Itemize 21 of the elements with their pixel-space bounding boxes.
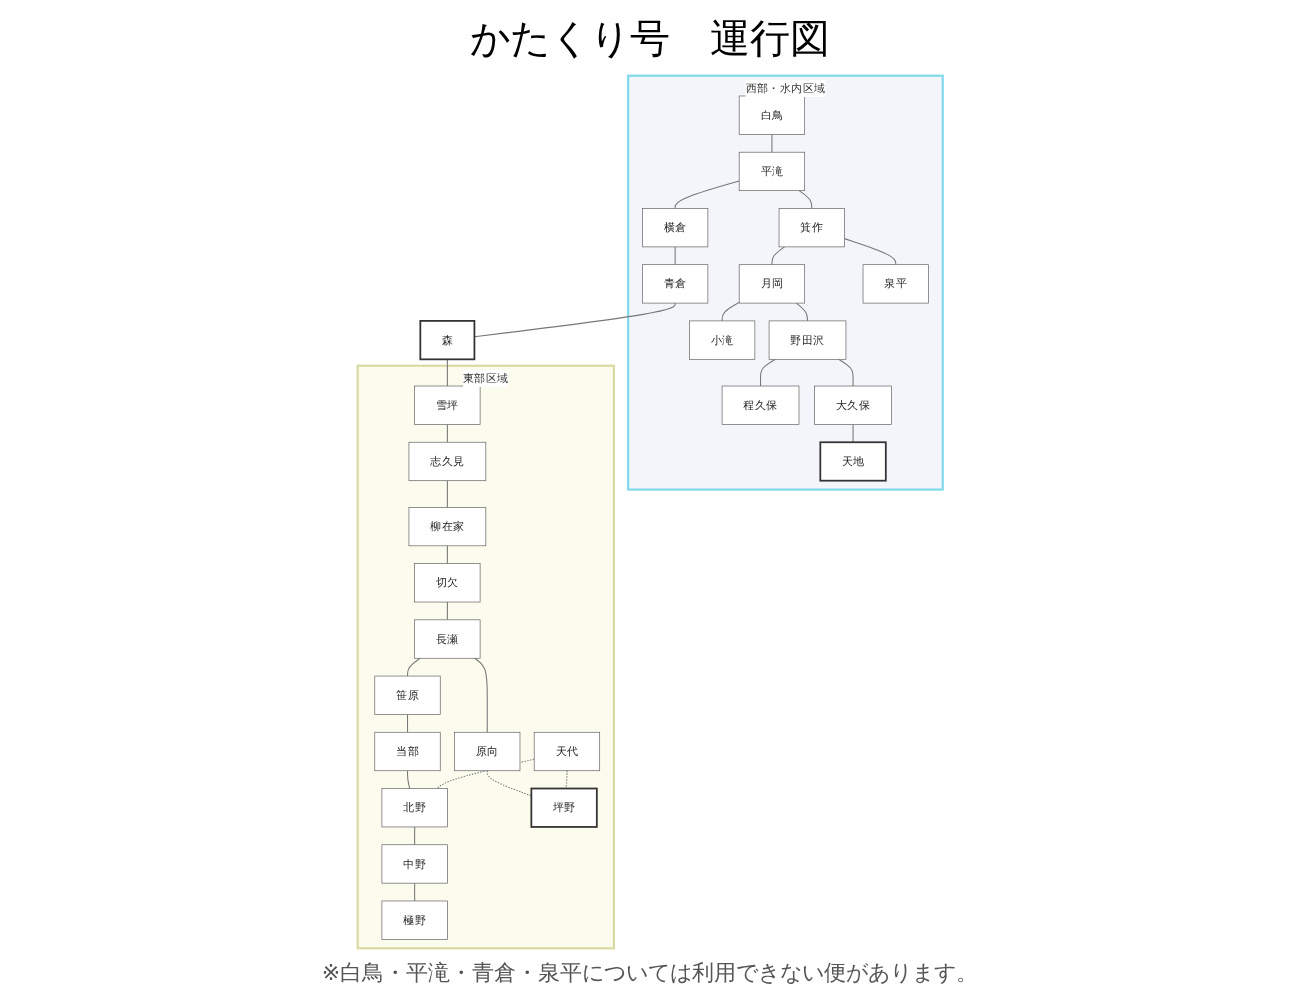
connector <box>759 358 776 387</box>
connector <box>852 423 854 443</box>
connector <box>486 770 532 797</box>
connector <box>721 301 740 322</box>
connector <box>473 657 488 733</box>
connector <box>446 358 448 387</box>
connector <box>837 358 854 387</box>
connector <box>771 133 773 153</box>
connector <box>843 238 897 266</box>
connector <box>406 770 411 790</box>
connector <box>473 302 676 338</box>
connector <box>674 180 740 209</box>
connector <box>406 657 421 677</box>
connector <box>771 246 785 266</box>
connector <box>798 190 813 209</box>
note: ※白鳥・平滝・青倉・泉平については利用できない便があります。 <box>321 958 979 988</box>
connector <box>795 302 808 322</box>
connector <box>674 246 676 266</box>
connector <box>446 480 448 508</box>
connector <box>565 770 568 790</box>
diagram-title: かたくり号 運行図 <box>470 12 830 66</box>
